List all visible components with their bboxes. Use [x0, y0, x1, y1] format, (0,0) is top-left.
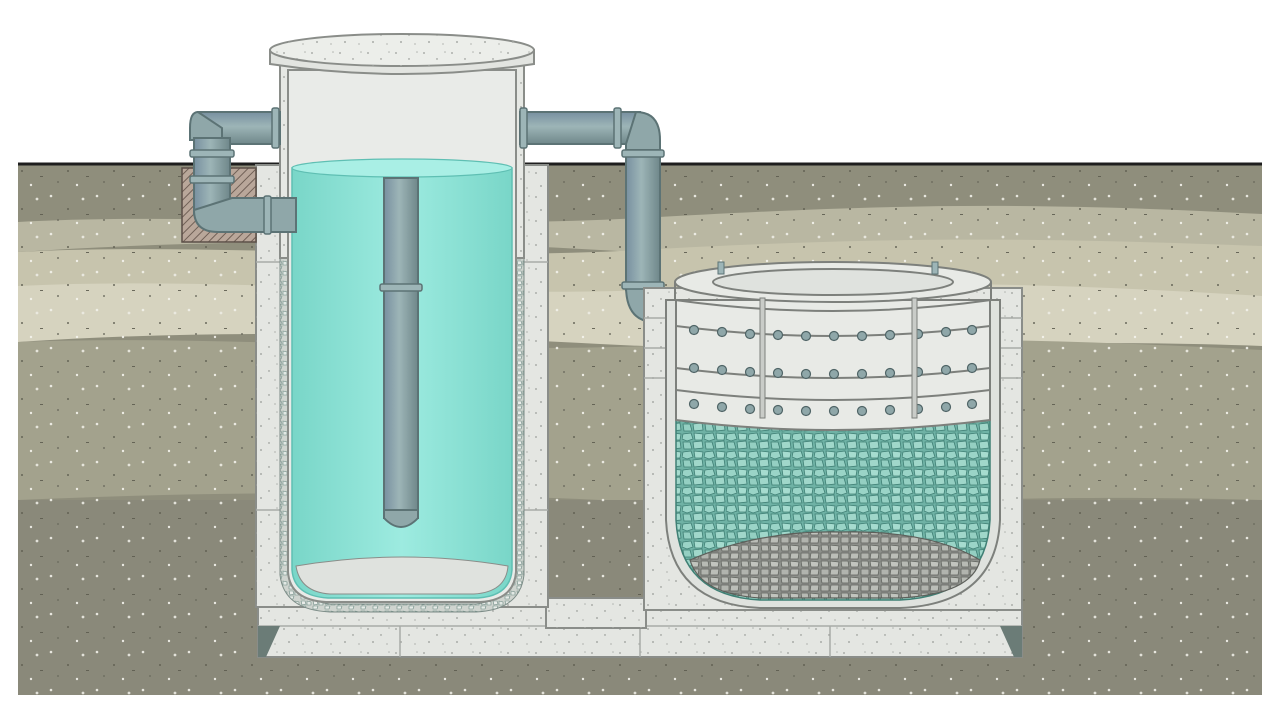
septic-tank	[255, 33, 549, 613]
tank-lid	[269, 33, 535, 75]
inlet-pipe	[181, 107, 297, 243]
soakaway-well	[643, 261, 1023, 611]
concrete-foundation	[257, 597, 1023, 658]
gravel-fill	[675, 409, 991, 601]
ring-holes	[688, 324, 978, 417]
perforated-rings	[674, 261, 992, 431]
dip-pipe	[379, 177, 423, 528]
